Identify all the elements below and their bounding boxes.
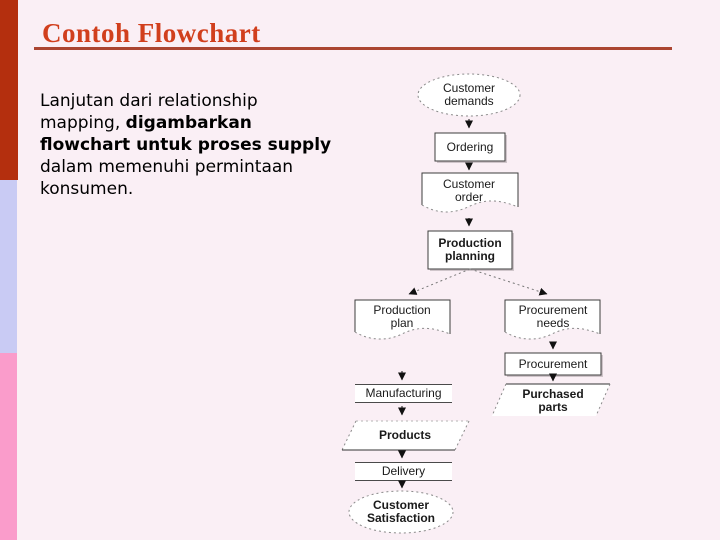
flowchart-node-customer-demands: Customer demands — [442, 81, 495, 108]
flowchart-node-delivery: Delivery — [381, 464, 426, 478]
flowchart-node-production-plan: Production plan — [373, 303, 431, 330]
flow-arrows — [398, 119, 557, 489]
intro-line: konsumen. — [40, 178, 331, 200]
procurement-needs-shape — [504, 299, 601, 340]
manufacturing-shape — [355, 384, 452, 403]
customer-demands-shape — [417, 73, 521, 117]
flowchart-node-ordering: Ordering — [446, 139, 494, 154]
intro-line2-normal: mapping, — [40, 113, 126, 133]
flowchart-node-procurement: Procurement — [518, 356, 588, 371]
flowchart-node-procurement-needs: Procurement needs — [518, 303, 588, 330]
title-underline — [34, 47, 672, 50]
intro-text: Lanjutan dari relationship mapping, diga… — [40, 90, 331, 200]
intro-line: dalam memenuhi permintaan — [40, 156, 331, 178]
intro-line: mapping, digambarkan — [40, 112, 331, 134]
intro-line5: konsumen. — [40, 179, 134, 199]
intro-line1: Lanjutan dari relationship — [40, 91, 258, 111]
flowchart-node-purchased-parts: Purchased parts — [522, 386, 584, 414]
flowchart-node-customer-satisfaction: Customer Satisfaction — [366, 498, 435, 525]
left-bar-red — [0, 0, 18, 180]
flowchart-node-customer-order: Customer order — [442, 177, 495, 204]
flowchart-node-products: Products — [378, 428, 431, 442]
left-bar-pink — [0, 353, 17, 540]
flow-arrows-dotted — [408, 268, 548, 296]
purchased-parts-shape — [491, 383, 611, 417]
intro-line4: dalam memenuhi permintaan — [40, 157, 294, 177]
ordering-shape — [434, 132, 507, 163]
customer-satisfaction-shape — [348, 490, 454, 534]
production-plan-shape — [354, 299, 451, 340]
products-shape — [341, 420, 470, 451]
left-bar-lavender — [0, 180, 17, 353]
customer-order-shape — [421, 172, 519, 213]
intro-line: Lanjutan dari relationship — [40, 90, 331, 112]
procurement-shape — [504, 352, 603, 377]
flowchart-node-production-planning: Production planning — [438, 236, 502, 263]
flowchart-node-manufacturing: Manufacturing — [365, 386, 442, 400]
intro-line: flowchart untuk proses supply — [40, 134, 331, 156]
page-title: Contoh Flowchart — [42, 18, 261, 48]
intro-line2-bold: digambarkan — [125, 113, 252, 133]
intro-line3-bold: flowchart untuk proses supply — [40, 135, 332, 155]
